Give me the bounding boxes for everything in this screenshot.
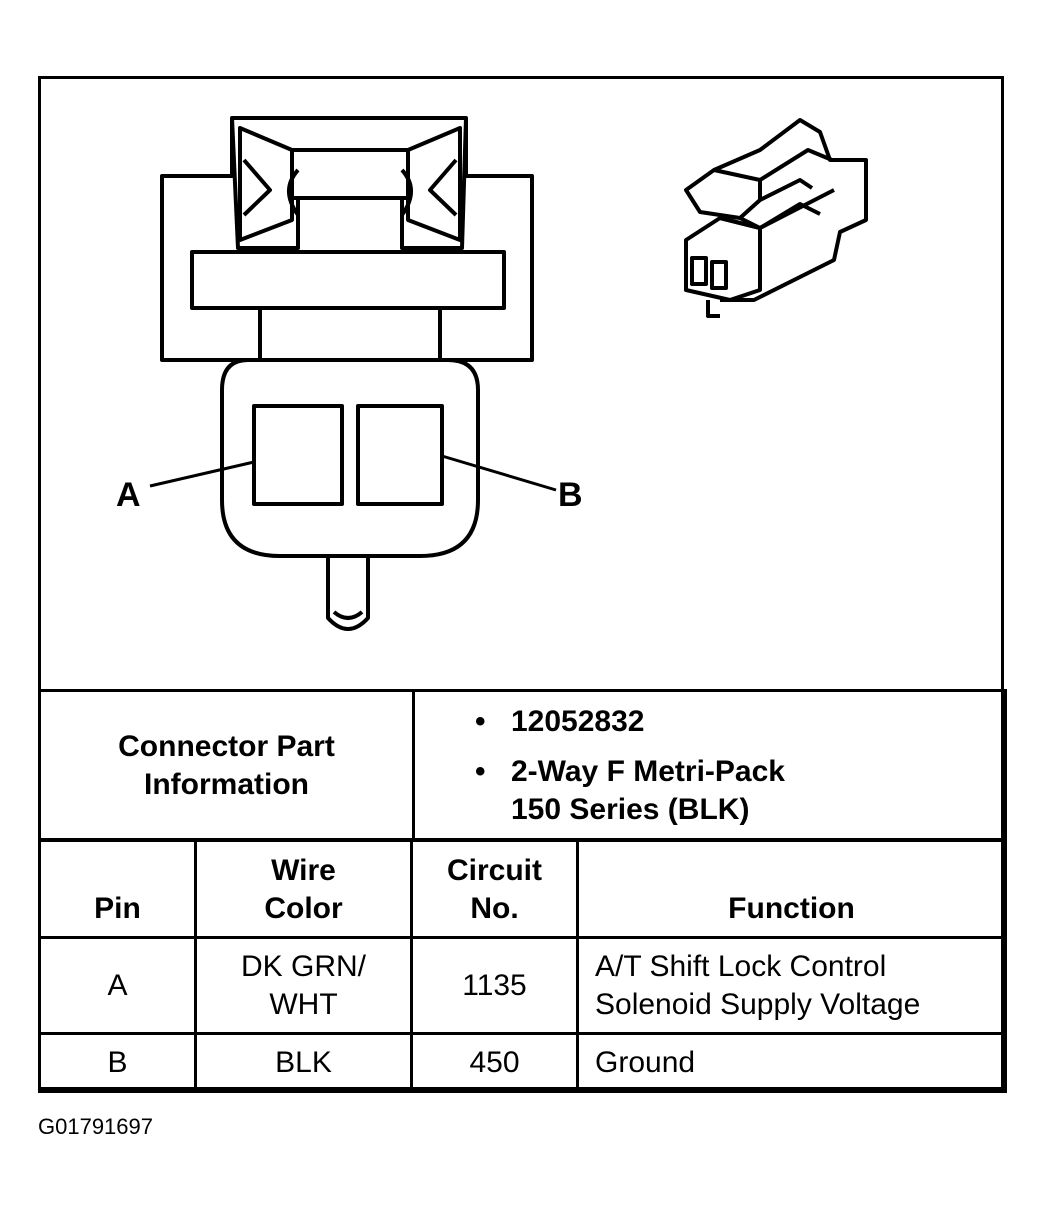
header-wire-color-line1: Wire (271, 854, 336, 887)
pin-table-header-row: Pin Wire Color Circuit No. Function (38, 838, 1007, 939)
header-circuit: Circuit No. (410, 838, 579, 939)
header-pin: Pin (38, 838, 197, 939)
connector-lower-shell (220, 358, 480, 558)
latch-left-v (242, 158, 272, 217)
key-tab (326, 556, 370, 631)
circuit-cell: 450 (410, 1032, 579, 1093)
function-line1: A/T Shift Lock Control (595, 949, 887, 983)
part-description-line1: 2-Way F Metri-Pack (511, 754, 785, 788)
header-wire-color-line2: Color (264, 892, 343, 925)
latch-right-v (428, 158, 458, 217)
connector-isometric-view (684, 118, 868, 318)
pin-label-b: B (558, 476, 583, 514)
pin-out-table: Pin Wire Color Circuit No. Function A DK… (38, 838, 1007, 1093)
table-row: B BLK 450 Ground (38, 1032, 1007, 1093)
circuit-cell: 1135 (410, 936, 579, 1035)
part-info-label-line1: Connector Part (118, 729, 335, 763)
part-info-values-cell: • 12052832 • 2-Way F Metri-Pack 150 Seri… (412, 689, 1007, 842)
part-description-line2: 150 Series (BLK) (511, 792, 750, 826)
header-wire-color: Wire Color (194, 838, 413, 939)
wire-color-line2: WHT (269, 987, 338, 1021)
pin-cell: A (38, 936, 197, 1035)
leader-line-b (441, 454, 557, 492)
latch-housing (230, 117, 468, 250)
connector-face-drawing (149, 116, 868, 631)
leader-line-a (149, 460, 255, 488)
pin-label-a: A (116, 476, 141, 514)
wire-color-cell: BLK (194, 1032, 413, 1093)
connector-band (190, 250, 506, 310)
header-circuit-line1: Circuit (446, 854, 542, 887)
part-info-label-line2: Information (144, 767, 309, 801)
connector-neck (258, 308, 442, 360)
latch-bar (290, 148, 410, 200)
function-cell: A/T Shift Lock Control Solenoid Supply V… (576, 936, 1007, 1035)
table-row: A DK GRN/ WHT 1135 A/T Shift Lock Contro… (38, 936, 1007, 1035)
header-function: Function (576, 838, 1007, 939)
connector-part-info-table: Connector Part Information • 12052832 • … (38, 689, 1007, 842)
bullet-icon: • (475, 754, 486, 788)
connector-outer-body (160, 116, 534, 362)
bullet-icon: • (475, 704, 486, 738)
wire-color-cell: DK GRN/ WHT (194, 936, 413, 1035)
part-number: 12052832 (511, 704, 645, 738)
pin-cavity-a (252, 404, 344, 506)
part-info-label-cell: Connector Part Information (38, 689, 415, 842)
latch-left-wedge (238, 126, 294, 242)
header-circuit-line2: No. (470, 892, 519, 925)
pin-cavity-b (356, 404, 444, 506)
part-number-bullet: • 12052832 (475, 703, 1004, 741)
function-cell: Ground (576, 1032, 1007, 1093)
latch-right-wedge (406, 126, 462, 242)
figure-id: G01791697 (38, 1114, 153, 1139)
wire-color-line1: DK GRN/ (240, 949, 366, 983)
pin-cell: B (38, 1032, 197, 1093)
function-line2: Solenoid Supply Voltage (595, 987, 921, 1021)
part-description-bullet: • 2-Way F Metri-Pack 150 Series (BLK) (475, 753, 1004, 829)
